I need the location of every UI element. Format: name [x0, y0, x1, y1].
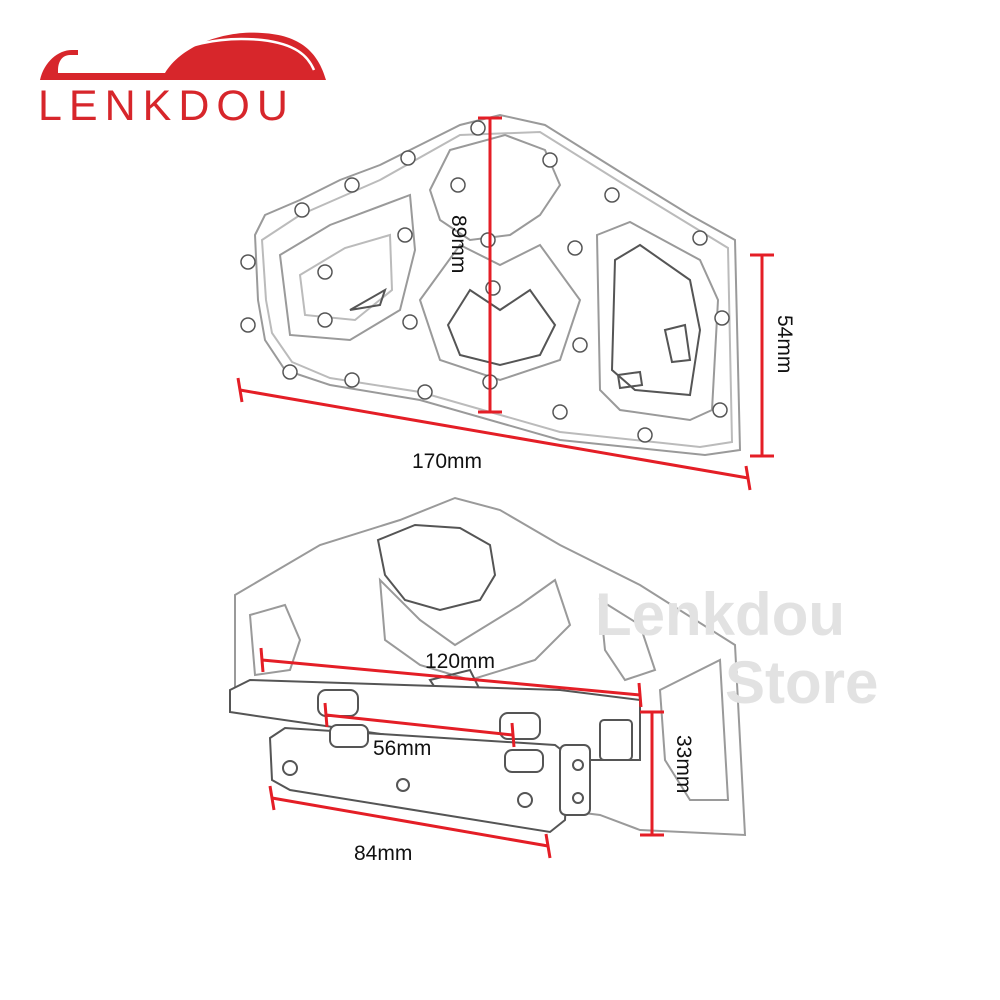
top-dimension-lines	[236, 116, 774, 491]
base-width-dimension: 84mm	[354, 842, 413, 865]
mounting-bracket	[229, 678, 641, 834]
brand-logo-icon	[40, 32, 326, 80]
top-height-dimension: 89mm	[447, 215, 470, 274]
brand-logo-text: LENKDOU	[38, 82, 295, 130]
watermark-line1: Lenkdou	[595, 581, 845, 648]
bracket-height-dimension: 33mm	[672, 735, 695, 794]
pin-spacing-dimension: 56mm	[373, 737, 432, 760]
watermark-line2: Store	[725, 649, 879, 716]
bracket-width-dimension: 120mm	[425, 650, 496, 673]
top-length-dimension: 170mm	[412, 450, 483, 473]
bottom-dimension-lines	[259, 647, 664, 859]
traction-spikes-icon	[240, 120, 730, 443]
top-side-dimension: 54mm	[773, 315, 796, 374]
top-footpeg-plate	[253, 113, 742, 457]
